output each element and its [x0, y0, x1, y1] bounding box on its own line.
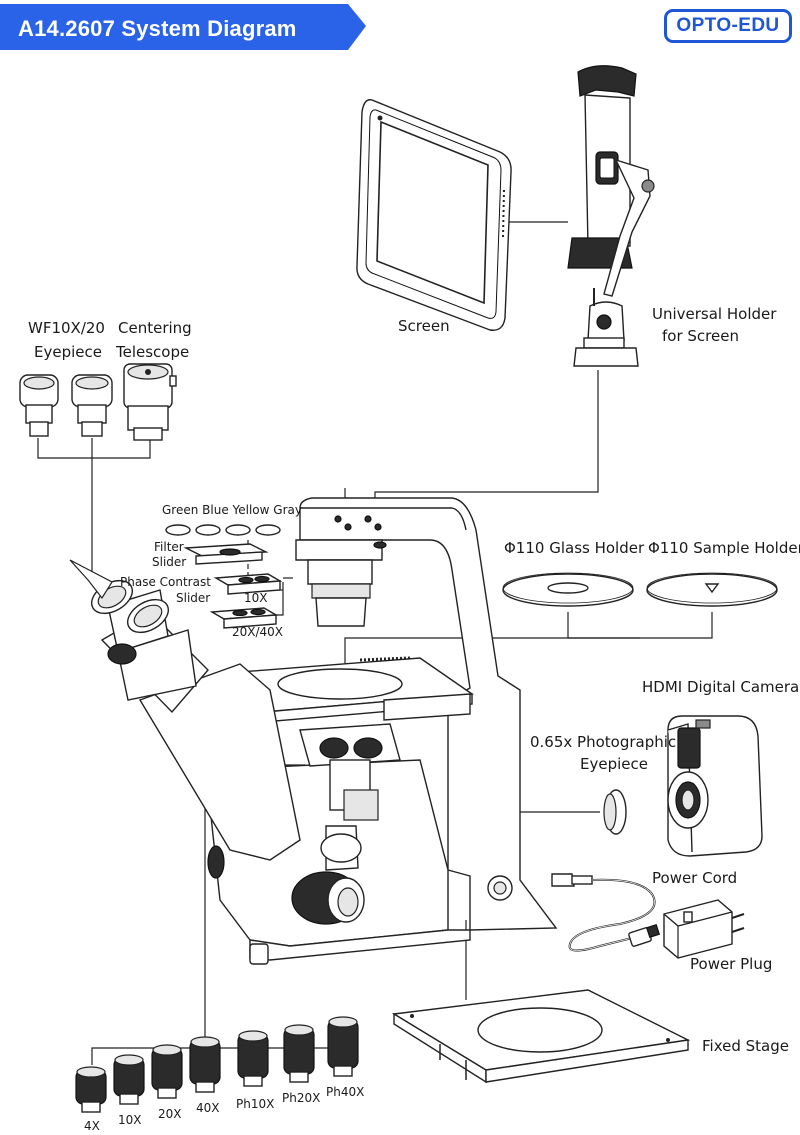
centering-telescope — [123, 363, 177, 441]
hdmi-digital-camera — [667, 715, 763, 857]
power-cord — [551, 873, 661, 952]
label-objective-ph10x: Ph10X — [236, 1097, 274, 1111]
label-objective-10x: 10X — [118, 1113, 142, 1127]
label-fixed-stage: Fixed Stage — [702, 1037, 789, 1055]
label-objective-4x: 4X — [84, 1119, 100, 1133]
label-objective-20x: 20X — [158, 1107, 182, 1121]
wf10x-eyepiece-right — [71, 374, 113, 437]
label-objective-ph40x: Ph40X — [326, 1085, 364, 1099]
label-glass-holder: Φ110 Glass Holder — [504, 539, 645, 557]
label-centering-line1: Centering — [118, 319, 192, 337]
label-centering-line2: Telescope — [115, 343, 189, 361]
label-filters: Green Blue Yellow Gray — [162, 503, 302, 517]
label-slider-10x: 10X — [244, 591, 268, 605]
filter-slider — [183, 543, 269, 565]
label-filter-slider-line1: Filter — [154, 540, 184, 554]
fixed-stage — [391, 989, 691, 1084]
phase-contrast-slider-10x — [213, 573, 283, 595]
label-objective-40x: 40X — [196, 1101, 220, 1115]
header-banner — [0, 4, 366, 50]
color-filters — [165, 524, 281, 536]
label-objective-ph20x: Ph20X — [282, 1091, 320, 1105]
phase-contrast-slider-20x40x — [209, 607, 279, 629]
inverted-microscope — [205, 497, 558, 965]
label-photo-eyepiece-line2: Eyepiece — [580, 755, 648, 773]
objective-40x — [189, 1036, 221, 1093]
label-power-plug: Power Plug — [690, 955, 772, 973]
label-filter-slider-line2: Slider — [152, 555, 186, 569]
label-slider-20x40x: 20X/40X — [232, 625, 283, 639]
labels: WF10X/20 Eyepiece Centering Telescope Sc… — [28, 305, 800, 1133]
objective-4x — [75, 1066, 107, 1113]
objective-ph20x — [283, 1024, 315, 1083]
label-eyepiece-line1: WF10X/20 — [28, 319, 105, 337]
objectives — [75, 1016, 359, 1113]
photographic-eyepiece — [603, 789, 627, 835]
objective-ph40x — [327, 1016, 359, 1077]
universal-holder-for-screen — [567, 65, 655, 367]
objective-10x — [113, 1054, 145, 1105]
wf10x-eyepiece-left — [19, 374, 59, 437]
label-screen: Screen — [398, 317, 450, 335]
objective-ph10x — [237, 1030, 269, 1087]
label-eyepiece-line2: Eyepiece — [34, 343, 102, 361]
objective-20x — [151, 1044, 183, 1099]
label-phase-slider-line1: Phase Contrast — [120, 575, 211, 589]
label-hdmi-camera: HDMI Digital Camera — [642, 678, 799, 696]
label-holder-line1: Universal Holder — [652, 305, 777, 323]
sample-holder — [646, 572, 778, 607]
label-phase-slider-line2: Slider — [176, 591, 210, 605]
label-photo-eyepiece-line1: 0.65x Photographic — [530, 733, 676, 751]
label-holder-line2: for Screen — [662, 327, 739, 345]
power-plug — [663, 899, 745, 959]
glass-holder — [502, 572, 634, 607]
brand-logo: OPTO-EDU — [664, 9, 792, 43]
label-power-cord: Power Cord — [652, 869, 737, 887]
binocular-head — [69, 559, 301, 861]
tablet-screen — [356, 99, 512, 331]
page-title: A14.2607 System Diagram — [18, 16, 297, 41]
label-sample-holder: Φ110 Sample Holder — [648, 539, 800, 557]
